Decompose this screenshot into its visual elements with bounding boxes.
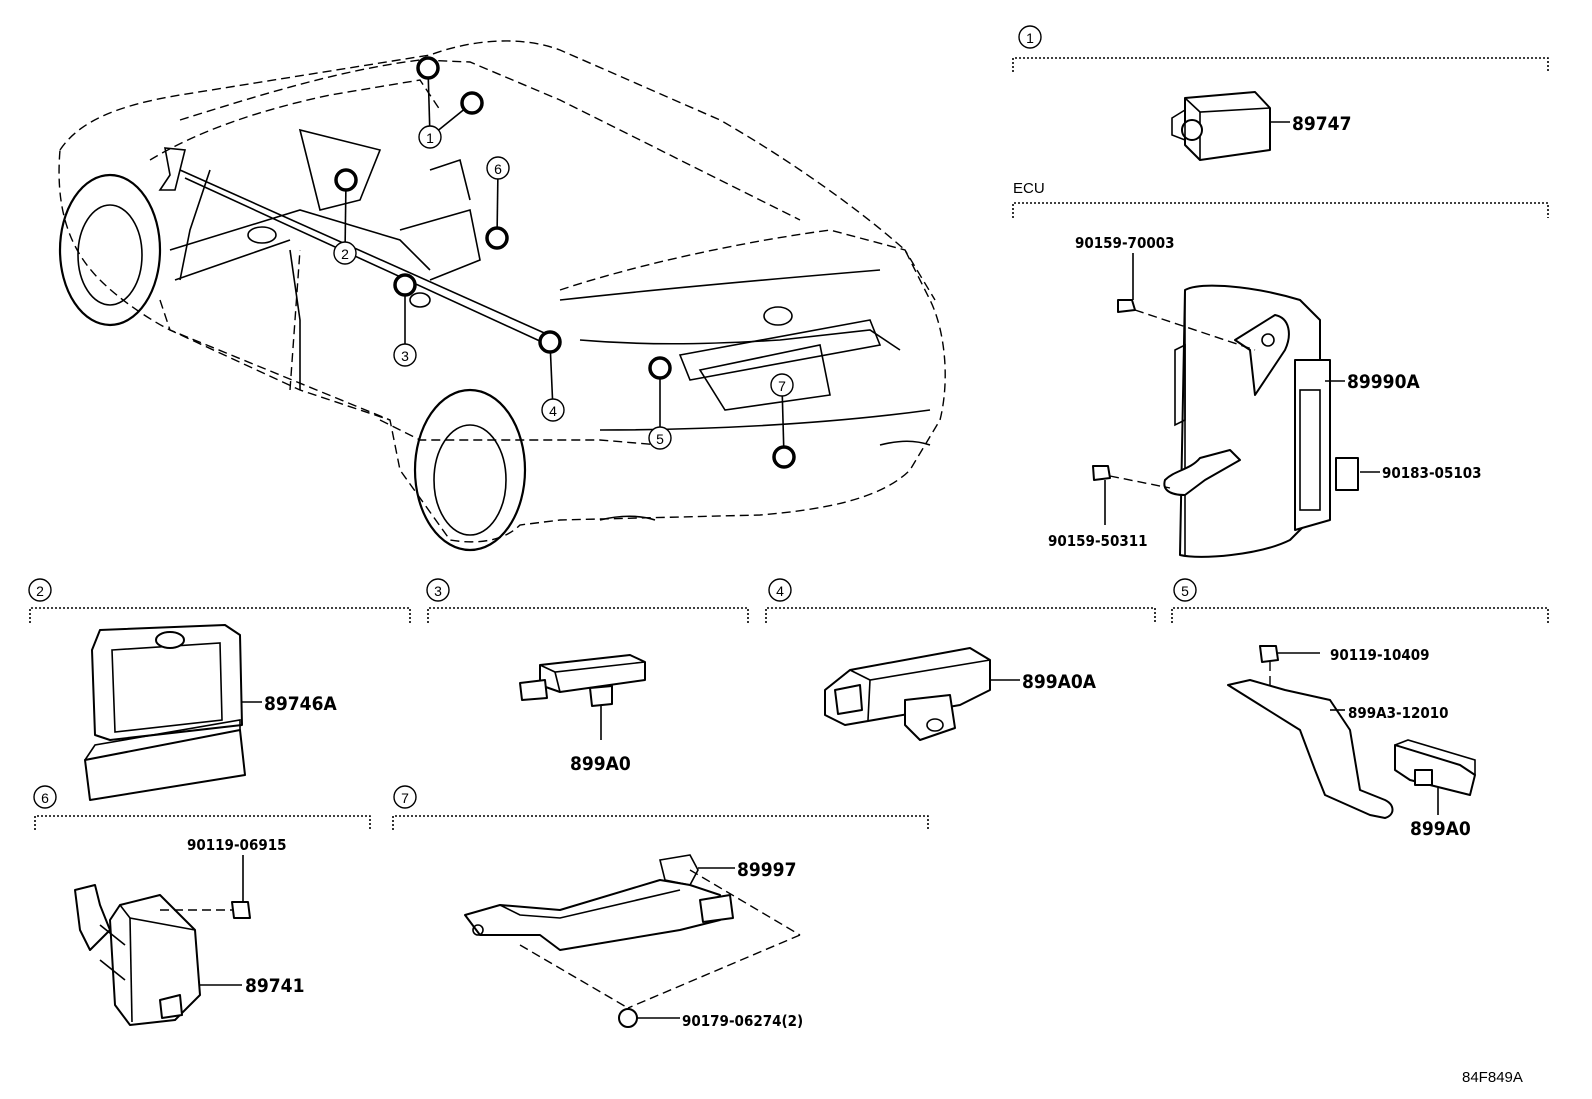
part-number-89990a[interactable]: 89990A bbox=[1347, 371, 1420, 393]
diagram-code: 84F849A bbox=[1462, 1069, 1523, 1086]
section-header-circle-1 bbox=[1018, 25, 1042, 49]
part-number-9011910409[interactable]: 90119-10409 bbox=[1330, 646, 1430, 664]
section-header-number-3: 3 bbox=[434, 583, 442, 599]
car-callout-number-1: 1 bbox=[426, 130, 434, 146]
section-header-number-2: 2 bbox=[36, 583, 44, 599]
part-section5-drawing bbox=[1227, 645, 1476, 819]
car-callout-circle-3 bbox=[393, 343, 417, 367]
car-callout-number-6: 6 bbox=[494, 161, 502, 177]
part-number-9015950311[interactable]: 90159-50311 bbox=[1048, 532, 1148, 550]
part-number-90179062742[interactable]: 90179-06274(2) bbox=[682, 1012, 803, 1030]
car-callout-number-5: 5 bbox=[656, 431, 664, 447]
part-ecu-drawing bbox=[1092, 253, 1380, 558]
part-number-899a0a[interactable]: 899A0A bbox=[1022, 671, 1097, 693]
location-marker-5[interactable] bbox=[648, 356, 672, 380]
car-illustration bbox=[58, 40, 946, 552]
section-header-number-7: 7 bbox=[401, 790, 409, 806]
location-marker-7[interactable] bbox=[772, 445, 796, 469]
part-899A0-s3-drawing bbox=[519, 654, 646, 740]
car-callout-circle-2 bbox=[333, 241, 357, 265]
section-header-number-5: 5 bbox=[1181, 583, 1189, 599]
car-callout-number-2: 2 bbox=[341, 246, 349, 262]
part-899A0A-drawing bbox=[824, 647, 1020, 741]
location-marker-1[interactable] bbox=[460, 91, 484, 115]
car-callout-number-7: 7 bbox=[778, 378, 786, 394]
part-number-899a312010[interactable]: 899A3-12010 bbox=[1348, 704, 1449, 722]
part-number-9011906915[interactable]: 90119-06915 bbox=[187, 836, 287, 854]
car-callout-number-4: 4 bbox=[549, 403, 557, 419]
location-marker-4[interactable] bbox=[538, 330, 562, 354]
location-marker-2[interactable] bbox=[334, 168, 358, 192]
section-brackets bbox=[29, 57, 1549, 830]
section-label-ecu: ECU bbox=[1013, 180, 1045, 197]
section-header-number-1: 1 bbox=[1026, 30, 1034, 46]
location-marker-3[interactable] bbox=[393, 273, 417, 297]
car-callout-circle-4 bbox=[541, 398, 565, 422]
car-callouts: 1 2 3 4 5 6 7 bbox=[333, 56, 796, 469]
section-header-circle-5 bbox=[1173, 578, 1197, 602]
car-callout-circle-1 bbox=[418, 125, 442, 149]
location-marker-1[interactable] bbox=[416, 56, 440, 80]
part-section6-drawing bbox=[74, 855, 251, 1026]
section-header-circle-2 bbox=[28, 578, 52, 602]
part-89746A-drawing bbox=[84, 624, 262, 801]
car-callout-circle-7 bbox=[770, 373, 794, 397]
part-section7-drawing bbox=[464, 854, 801, 1028]
part-number-9018305103[interactable]: 90183-05103 bbox=[1382, 464, 1482, 482]
section-header-circle-7 bbox=[393, 785, 417, 809]
part-number-89747[interactable]: 89747 bbox=[1292, 113, 1351, 135]
part-number-89746a[interactable]: 89746A bbox=[264, 693, 337, 715]
part-number-89741[interactable]: 89741 bbox=[245, 975, 304, 997]
car-callout-circle-5 bbox=[648, 426, 672, 450]
part-89747-drawing bbox=[1171, 91, 1290, 161]
car-callout-number-3: 3 bbox=[401, 348, 409, 364]
part-number-9015970003[interactable]: 90159-70003 bbox=[1075, 234, 1175, 252]
section-header-number-4: 4 bbox=[776, 583, 784, 599]
section-header-number-6: 6 bbox=[41, 790, 49, 806]
part-number-89997[interactable]: 89997 bbox=[737, 859, 796, 881]
car-callout-circle-6 bbox=[486, 156, 510, 180]
location-marker-6[interactable] bbox=[485, 226, 509, 250]
part-number-899a0[interactable]: 899A0 bbox=[1410, 818, 1471, 840]
part-number-899a0[interactable]: 899A0 bbox=[570, 753, 631, 775]
section-header-circle-3 bbox=[426, 578, 450, 602]
section-header-circle-6 bbox=[33, 785, 57, 809]
section-header-circle-4 bbox=[768, 578, 792, 602]
